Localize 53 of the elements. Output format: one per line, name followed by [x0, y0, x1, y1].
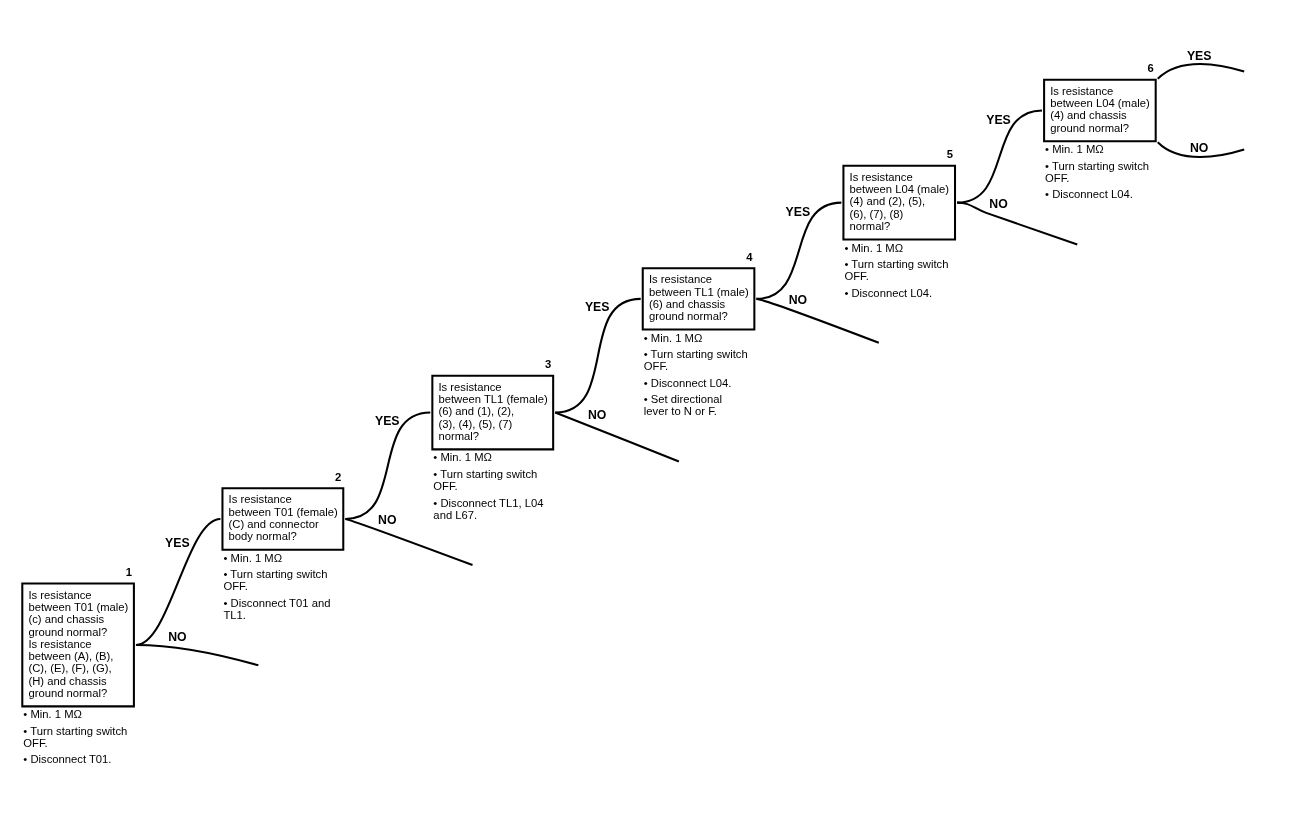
node-label: 1: [125, 566, 132, 579]
node-box: Is resistance between TL1 (male) (6) and chassis ground normal?: [641, 267, 756, 331]
node-box: Is resistance between L04 (male) (4) and (2), (5), (6), (7), (8) normal?: [842, 164, 957, 241]
node-label: 5: [946, 148, 954, 161]
edge-label: YES: [375, 414, 400, 429]
node-box: Is resistance between T01 (male) (c) and chassis ground normal? Is resistance between (A), (B), (C), (E), (F), (G), (H) and chassis ground normal?: [21, 582, 135, 708]
edge-label: NO: [378, 512, 397, 527]
node-label: 6: [1147, 62, 1154, 75]
node-label: • Min. 1 MΩ: [1045, 143, 1104, 156]
node-box: Is resistance between T01 (female) (C) and connector body normal?: [221, 487, 345, 551]
node-label: • Disconnect TL1, L04 and L67.: [433, 496, 544, 521]
node-label: • Min. 1 MΩ: [223, 551, 283, 564]
node-label: • Min. 1 MΩ: [643, 331, 703, 344]
connector: [756, 297, 880, 344]
node-label: • Turn starting switch OFF.: [23, 724, 128, 750]
node-box: Is resistance between L04 (male) (4) and chassis ground normal?: [1043, 78, 1157, 143]
node-label: • Turn starting switch OFF.: [1045, 159, 1150, 184]
node-label: 3: [544, 358, 552, 371]
connector: [345, 518, 473, 566]
node-label: • Disconnect L04.: [643, 376, 732, 389]
edge-label: YES: [785, 204, 811, 219]
connector: [956, 109, 1043, 204]
edge-label: YES: [165, 536, 190, 551]
edge-label: NO: [989, 197, 1008, 212]
node-label: • Set directional lever to N or F.: [643, 393, 723, 418]
node-label: • Disconnect L04.: [1045, 188, 1133, 201]
connector: [957, 201, 1078, 246]
connector: [135, 643, 259, 667]
edge-label: YES: [1186, 48, 1212, 63]
connector: [554, 411, 680, 463]
edge-label: NO: [788, 292, 808, 307]
edge-label: NO: [587, 408, 607, 423]
connector: [555, 297, 641, 414]
connector: [1157, 62, 1245, 80]
connector: [1157, 141, 1245, 158]
node-box: Is resistance between TL1 (female) (6) and (1), (2), (3), (4), (5), (7) normal?: [431, 374, 555, 451]
node-label: • Turn starting switch OFF.: [844, 257, 949, 283]
node-label: • Min. 1 MΩ: [844, 241, 904, 254]
node-label: • Min. 1 MΩ: [433, 451, 492, 464]
node-label: 2: [335, 470, 342, 483]
edge-label: YES: [986, 113, 1011, 128]
node-label: 4: [746, 250, 753, 263]
edge-label: YES: [584, 299, 610, 314]
node-label: • Turn starting switch OFF.: [223, 568, 328, 593]
node-label: • Disconnect L04.: [844, 286, 933, 299]
node-label: • Disconnect T01.: [23, 753, 112, 766]
connector: [345, 411, 431, 520]
node-label: • Turn starting switch OFF.: [643, 348, 748, 373]
node-label: • Disconnect T01 and TL1.: [223, 596, 331, 622]
node-label: • Turn starting switch OFF.: [433, 467, 538, 493]
edge-label: NO: [1189, 141, 1209, 156]
edge-label: NO: [168, 630, 187, 645]
node-label: • Min. 1 MΩ: [23, 708, 82, 721]
